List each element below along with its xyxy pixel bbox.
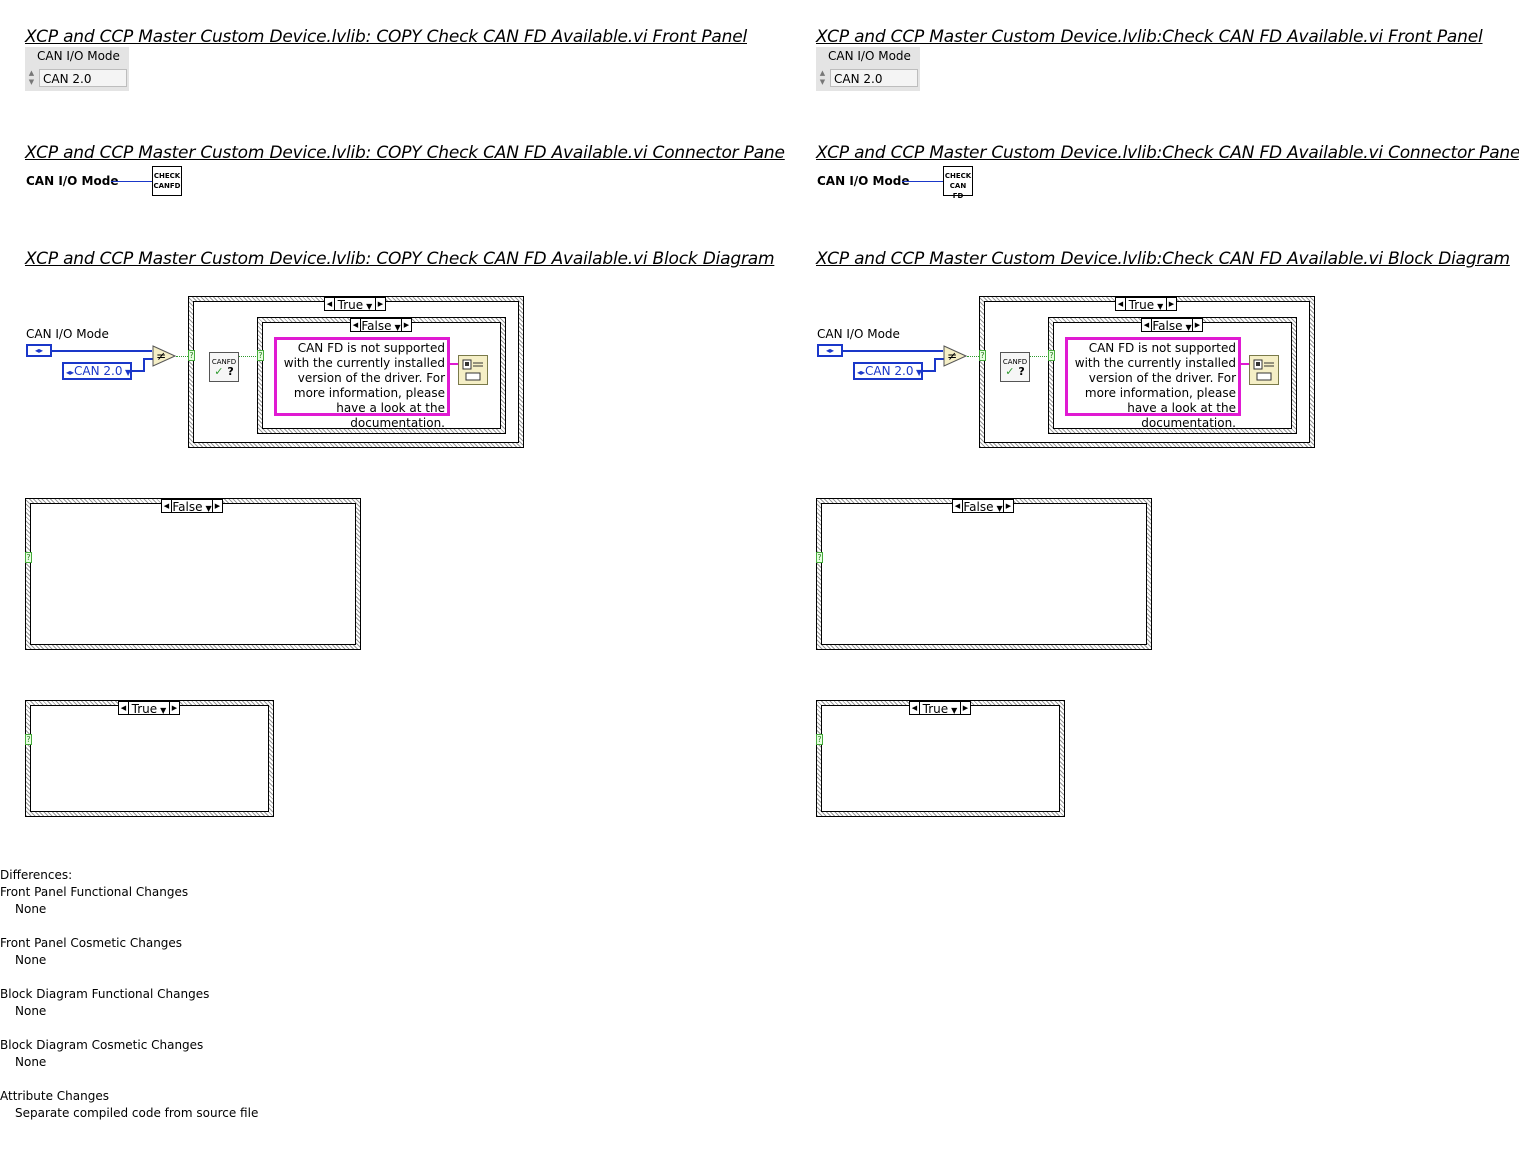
control-value[interactable]: CAN 2.0	[830, 69, 918, 87]
dialog-icon[interactable]	[458, 355, 488, 385]
connector-wire	[111, 181, 152, 182]
true-case-structure[interactable]	[816, 700, 1065, 817]
spin-arrows-icon[interactable]: ▲▼	[819, 69, 826, 86]
vi-icon: CHECK CANFD	[152, 166, 182, 196]
icon-text-1: CHECK	[153, 172, 181, 180]
connector-wire	[902, 181, 943, 182]
selector-value: False	[963, 500, 994, 514]
differences-title: Differences:	[0, 868, 73, 882]
diff-section-value: None	[15, 953, 47, 967]
not-equal-icon[interactable]: ≠	[943, 345, 967, 367]
svg-text:≠: ≠	[156, 349, 166, 363]
selector-value: False	[1152, 319, 1183, 333]
selector-value: True	[337, 298, 364, 312]
enum-wire-2	[923, 370, 935, 372]
case-selector-terminal[interactable]: ?	[188, 350, 195, 361]
spin-arrows-icon[interactable]: ▲▼	[28, 69, 35, 86]
right-can-io-mode-control[interactable]: CAN I/O Mode ▲▼ CAN 2.0	[816, 47, 920, 91]
left-can-io-mode-control[interactable]: CAN I/O Mode ▲▼ CAN 2.0	[25, 47, 129, 91]
enum-wire-2	[132, 370, 144, 372]
diff-section-value: None	[15, 902, 47, 916]
enum-wire-3	[143, 358, 145, 372]
message-string-constant[interactable]: CAN FD is not supported with the current…	[1065, 337, 1241, 430]
diff-section-heading: Block Diagram Cosmetic Changes	[0, 1038, 204, 1052]
enum-constant-value: CAN 2.0	[865, 364, 914, 378]
inner-selector-terminal[interactable]: ?	[1048, 350, 1055, 361]
diff-section-heading: Block Diagram Functional Changes	[0, 987, 210, 1001]
control-value[interactable]: CAN 2.0	[39, 69, 127, 87]
false-case-terminal[interactable]: ?	[816, 552, 823, 563]
left-block-diagram-heading: XCP and CCP Master Custom Device.lvlib: …	[25, 249, 775, 269]
outer-case-selector[interactable]: ◀True▼▶	[324, 297, 386, 312]
false-case-structure[interactable]	[25, 498, 361, 650]
string-wire	[450, 363, 459, 365]
connector-terminal-label: CAN I/O Mode	[26, 174, 119, 188]
left-connector-pane-heading: XCP and CCP Master Custom Device.lvlib: …	[25, 143, 785, 163]
bd-terminal-label: CAN I/O Mode	[817, 327, 900, 341]
diff-section-value: Separate compiled code from source file	[15, 1106, 259, 1120]
diff-section-value: None	[15, 1004, 47, 1018]
message-string-constant[interactable]: CAN FD is not supported with the current…	[274, 337, 450, 430]
selector-value: False	[361, 319, 392, 333]
enum-wire-4	[143, 358, 153, 360]
enum-icon[interactable]: ◂▸	[817, 344, 843, 357]
true-case-terminal[interactable]: ?	[816, 734, 823, 745]
enum-wire	[52, 350, 152, 352]
inner-case-selector[interactable]: ◀False▼▶	[1141, 318, 1203, 333]
enum-wire	[843, 350, 943, 352]
true-case-terminal[interactable]: ?	[25, 734, 32, 745]
enum-constant[interactable]: ◂▸CAN 2.0 ▼	[62, 362, 132, 380]
true-case-selector[interactable]: ◀True▼▶	[118, 701, 180, 716]
canfd-icon-text: CANFD	[211, 358, 237, 366]
enum-constant[interactable]: ◂▸CAN 2.0 ▼	[853, 362, 923, 380]
right-connector-pane-heading: XCP and CCP Master Custom Device.lvlib:C…	[816, 143, 1519, 163]
diff-section-heading: Front Panel Functional Changes	[0, 885, 189, 899]
not-equal-icon[interactable]: ≠	[152, 345, 176, 367]
icon-text-1: CHECK	[944, 172, 972, 180]
diff-section-heading: Front Panel Cosmetic Changes	[0, 936, 183, 950]
svg-text:≠: ≠	[947, 349, 957, 363]
enum-wire-4	[934, 358, 944, 360]
bool-wire-2	[1030, 356, 1049, 357]
true-case-selector[interactable]: ◀True▼▶	[909, 701, 971, 716]
right-block-diagram-heading: XCP and CCP Master Custom Device.lvlib:C…	[816, 249, 1510, 269]
selector-value: True	[1128, 298, 1155, 312]
false-case-selector[interactable]: ◀False▼▶	[161, 499, 223, 514]
enum-icon[interactable]: ◂▸	[26, 344, 52, 357]
selector-value: True	[131, 702, 158, 716]
icon-text-2: CAN FD	[949, 182, 967, 200]
bool-wire-2	[239, 356, 258, 357]
bool-wire	[967, 356, 979, 357]
false-case-structure[interactable]	[816, 498, 1152, 650]
false-case-terminal[interactable]: ?	[25, 552, 32, 563]
enum-wire-3	[934, 358, 936, 372]
bool-wire	[176, 356, 188, 357]
diff-section-value: None	[15, 1055, 47, 1069]
control-label: CAN I/O Mode	[828, 49, 911, 63]
icon-text-2: CANFD	[153, 182, 181, 190]
dialog-icon[interactable]	[1249, 355, 1279, 385]
selector-value: False	[172, 500, 203, 514]
false-case-selector[interactable]: ◀False▼▶	[952, 499, 1014, 514]
canfd-icon-text: CANFD	[1002, 358, 1028, 366]
connector-terminal-label: CAN I/O Mode	[817, 174, 910, 188]
inner-selector-terminal[interactable]: ?	[257, 350, 264, 361]
vi-icon: CHECK CAN FD	[943, 166, 973, 200]
true-case-structure[interactable]	[25, 700, 274, 817]
enum-constant-value: CAN 2.0	[74, 364, 123, 378]
outer-case-selector[interactable]: ◀True▼▶	[1115, 297, 1177, 312]
case-selector-terminal[interactable]: ?	[979, 350, 986, 361]
bd-terminal-label: CAN I/O Mode	[26, 327, 109, 341]
left-front-panel-heading: XCP and CCP Master Custom Device.lvlib: …	[25, 27, 747, 47]
canfd-check-icon[interactable]: CANFD✓ ?	[209, 352, 239, 382]
diff-section-heading: Attribute Changes	[0, 1089, 109, 1103]
control-label: CAN I/O Mode	[37, 49, 120, 63]
right-front-panel-heading: XCP and CCP Master Custom Device.lvlib:C…	[816, 27, 1483, 47]
inner-case-selector[interactable]: ◀False▼▶	[350, 318, 412, 333]
selector-value: True	[922, 702, 949, 716]
string-wire	[1241, 363, 1250, 365]
canfd-check-icon[interactable]: CANFD✓ ?	[1000, 352, 1030, 382]
